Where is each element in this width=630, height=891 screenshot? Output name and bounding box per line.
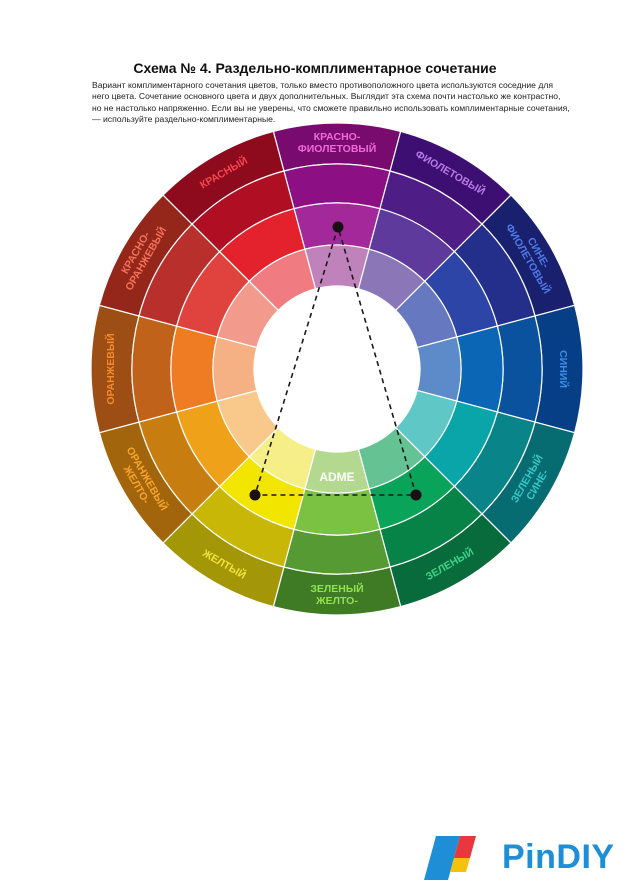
wheel-cell-9-ring-1 (131, 315, 178, 423)
wheel-cell-9-ring-3 (212, 336, 258, 402)
wheel-label-0-line-1: ФИОЛЕТОВЫЙ (298, 142, 377, 155)
page-title: Схема № 4. Раздельно-комплиментарное соч… (133, 60, 497, 76)
description-text: Вариант комплиментарного сочетания цвето… (92, 80, 570, 124)
wheel-cell-0-ring-1 (283, 163, 391, 210)
center-watermark: ADME (319, 470, 354, 484)
wheel-cell-3-ring-3 (416, 336, 462, 402)
pindiy-logo[interactable]: PinDIY (414, 832, 624, 884)
split-complementary-triangle (249, 221, 422, 501)
brand-name: PinDIY (502, 838, 615, 876)
wheel-label-0-line-0: КРАСНО- (314, 131, 361, 143)
triangle-vertex-top (332, 221, 344, 233)
wheel-label-6-line-1: ЗЕЛЕНЫЙ (310, 582, 363, 595)
wheel-center-hole (254, 286, 420, 452)
wheel-cell-0-ring-3 (304, 244, 370, 290)
wheel-label-3-line-0: СИНИЙ (557, 350, 570, 388)
triangle-vertex-right (410, 489, 422, 501)
wheel-cell-6-ring-1 (283, 528, 391, 575)
wheel-cell-3-ring-2 (456, 325, 504, 413)
pindiy-logo-icon (424, 836, 476, 880)
wheel-cell-3-ring-1 (496, 315, 543, 423)
wheel-cell-9-ring-2 (170, 325, 218, 413)
wheel-label-9-line-0: ОРАНЖЕВЫЙ (104, 333, 117, 404)
wheel-label-6-line-0: ЖЕЛТО- (315, 595, 358, 607)
triangle-vertex-left (249, 489, 261, 501)
logo-yellow-shape (450, 858, 470, 872)
logo-red-shape (454, 836, 476, 858)
triangle-outline (253, 226, 418, 496)
